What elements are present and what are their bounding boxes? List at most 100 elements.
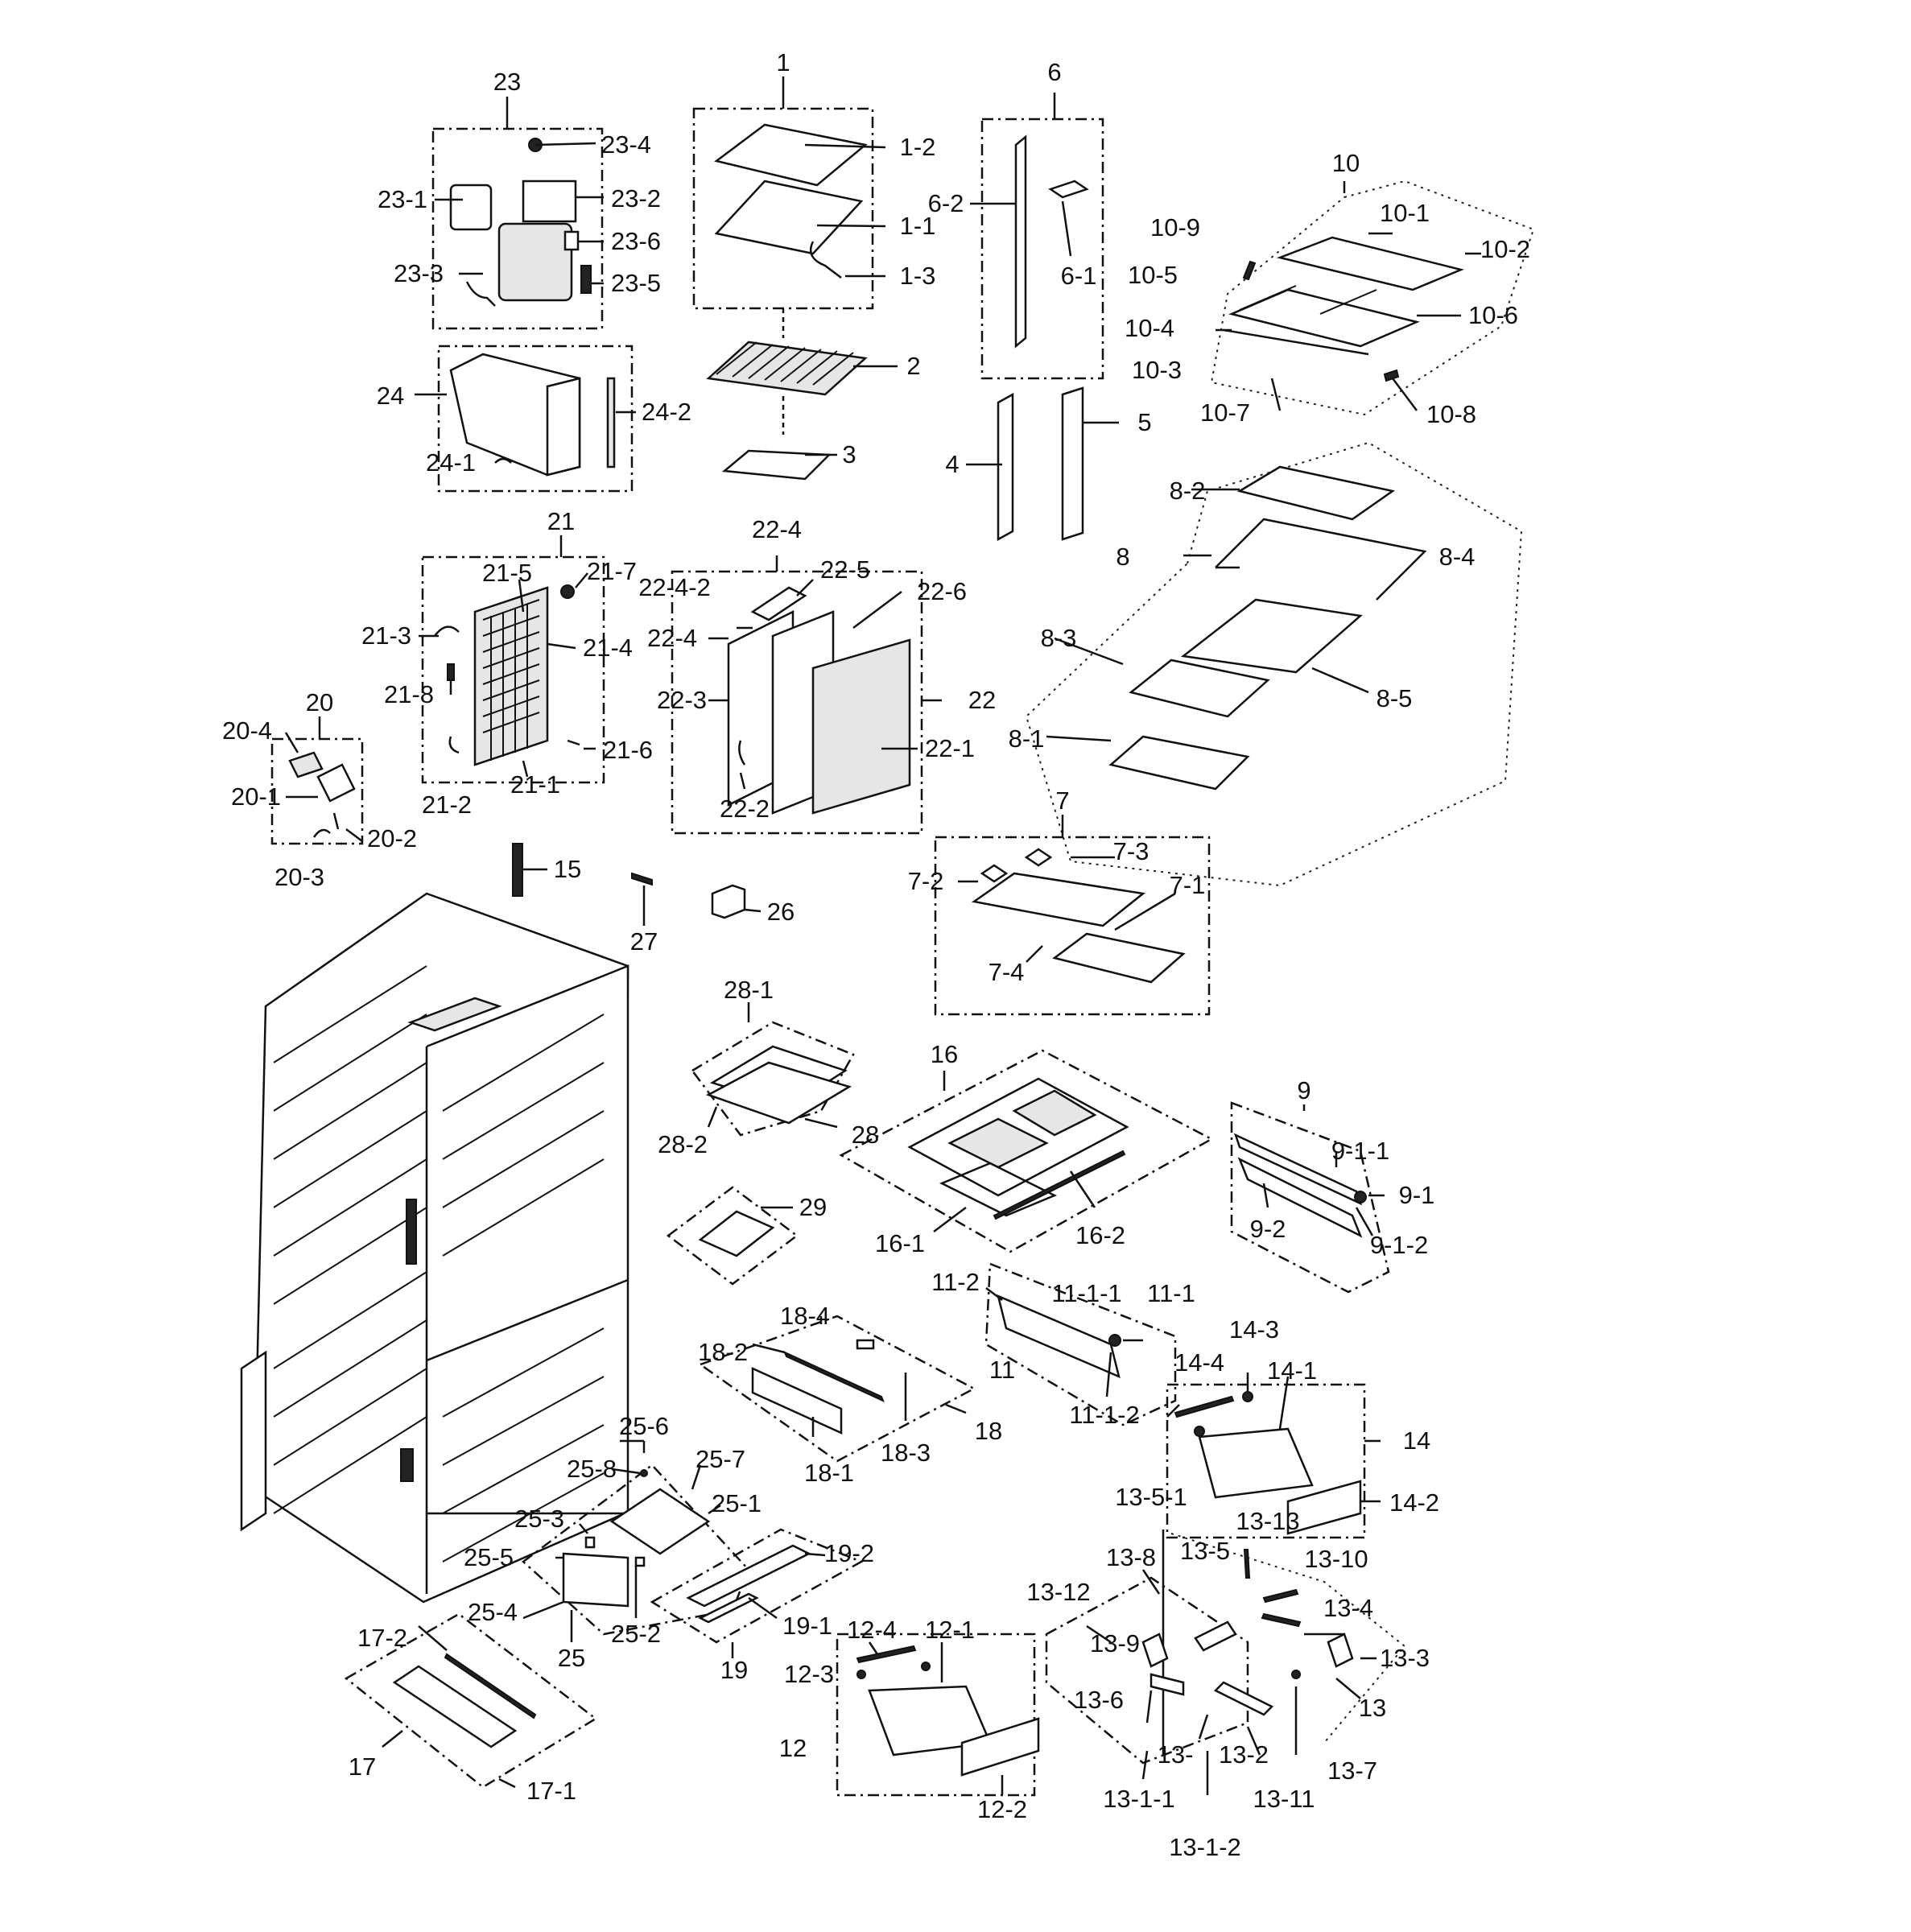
label-21-3: 21-3: [361, 621, 411, 650]
group-18-box: [698, 1315, 976, 1463]
label-13-6: 13-6: [1074, 1686, 1124, 1714]
label-19-2: 19-2: [824, 1539, 874, 1567]
label-17-1: 17-1: [526, 1777, 576, 1805]
label-25-1: 25-1: [712, 1489, 762, 1517]
group-13-box: [1045, 1530, 1406, 1795]
label-4: 4: [945, 450, 959, 478]
label-7-2: 7-2: [908, 867, 944, 895]
label-21-8: 21-8: [384, 680, 434, 708]
label-20-1: 20-1: [231, 782, 281, 811]
label-18-3: 18-3: [881, 1439, 931, 1467]
label-14-4: 14-4: [1174, 1348, 1224, 1377]
label-22-6: 22-6: [917, 577, 967, 605]
label-9-1: 9-1: [1399, 1181, 1435, 1209]
label-20-3: 20-3: [274, 863, 324, 891]
group-10-box: [1210, 180, 1535, 416]
label-13-5-1: 13-5-1: [1115, 1483, 1187, 1511]
label-8-5: 8-5: [1376, 684, 1413, 712]
label-23-3: 23-3: [394, 259, 444, 287]
label-22-2: 22-2: [720, 795, 770, 823]
group-1-box: [692, 76, 898, 481]
parts-4-5: [966, 386, 1119, 542]
label-3: 3: [842, 440, 856, 469]
label-6-1: 6-1: [1061, 262, 1097, 290]
label-22-4-2: 22-4-2: [638, 573, 711, 601]
label-25-4: 25-4: [468, 1598, 518, 1626]
label-7: 7: [1055, 786, 1069, 815]
group-24-box: [415, 345, 636, 493]
label-8-3: 8-3: [1041, 624, 1077, 652]
label-8-4: 8-4: [1439, 543, 1476, 571]
label-10-8: 10-8: [1426, 400, 1476, 428]
label-13-8: 13-8: [1106, 1543, 1156, 1571]
label-28: 28: [852, 1121, 879, 1149]
label-22-4: 22-4: [752, 515, 802, 543]
label-13-1-2: 13-1-2: [1169, 1833, 1241, 1861]
label-13-5: 13-5: [1180, 1537, 1230, 1565]
label-21: 21: [547, 507, 575, 535]
label-23-1: 23-1: [378, 185, 427, 213]
label-19: 19: [720, 1656, 748, 1684]
label-9: 9: [1297, 1076, 1310, 1104]
label-12: 12: [779, 1734, 807, 1762]
group-7-box: [934, 815, 1211, 1016]
label-10: 10: [1332, 149, 1360, 177]
label-20: 20: [306, 688, 333, 716]
label-13-1-1: 13-1-1: [1103, 1785, 1175, 1813]
label-11-1: 11-1: [1147, 1279, 1195, 1307]
label-25-8: 25-8: [567, 1455, 617, 1483]
label-18-1: 18-1: [804, 1459, 854, 1487]
group-22-box: [671, 555, 942, 835]
label-25-6: 25-6: [619, 1412, 669, 1440]
group-29-box: [666, 1186, 799, 1286]
label-12-3: 12-3: [784, 1660, 834, 1688]
label-10-7: 10-7: [1200, 398, 1250, 427]
label-21-2: 21-2: [422, 791, 472, 819]
label-21-5: 21-5: [482, 559, 532, 587]
label-26: 26: [767, 898, 795, 926]
label-18-4: 18-4: [780, 1302, 830, 1330]
label-10-3: 10-3: [1132, 356, 1182, 384]
label-10-6: 10-6: [1468, 301, 1518, 329]
label-10-1: 10-1: [1380, 199, 1430, 227]
label-15: 15: [554, 855, 581, 883]
label-23-4: 23-4: [601, 130, 651, 159]
label-14: 14: [1403, 1426, 1430, 1455]
label-13: 13: [1359, 1694, 1386, 1722]
label-13-3: 13-3: [1380, 1644, 1430, 1672]
label-8: 8: [1116, 543, 1129, 571]
label-9-2: 9-2: [1250, 1215, 1286, 1243]
label-13-9: 13-9: [1090, 1629, 1140, 1657]
label-10-4: 10-4: [1125, 314, 1174, 342]
label-16-1: 16-1: [875, 1229, 925, 1257]
label-13-12: 13-12: [1026, 1578, 1090, 1606]
refrigerator-cabinet: [240, 892, 629, 1604]
label-5: 5: [1137, 408, 1151, 436]
label-23-5: 23-5: [611, 269, 661, 297]
label-25-3: 25-3: [514, 1505, 564, 1533]
group-23-box: [431, 97, 604, 330]
label-7-4: 7-4: [989, 958, 1025, 986]
group-12-box: [836, 1633, 1040, 1797]
group-9-box: [1230, 1101, 1390, 1294]
label-9-1-1: 9-1-1: [1331, 1137, 1389, 1165]
label-29: 29: [799, 1193, 827, 1221]
label-14-2: 14-2: [1389, 1488, 1439, 1517]
label-1-1: 1-1: [900, 212, 936, 240]
label-21-6: 21-6: [603, 736, 653, 764]
label-11-1-2: 11-1-2: [1069, 1401, 1139, 1429]
label-13-4: 13-4: [1323, 1594, 1373, 1622]
label-9-1-2: 9-1-2: [1370, 1231, 1428, 1259]
label-22-1: 22-1: [925, 734, 975, 762]
group-8-box: [1025, 441, 1523, 887]
label-8-1: 8-1: [1009, 724, 1045, 753]
label-14-3: 14-3: [1229, 1315, 1279, 1344]
label-21-1: 21-1: [510, 770, 560, 799]
part-labels: 23 23-4 23-1 23-2 23-6 23-5 23-3 24 24-2…: [222, 48, 1530, 1861]
label-22-3: 22-3: [657, 686, 707, 714]
group-19-box: [650, 1528, 864, 1658]
label-21-4: 21-4: [583, 634, 633, 662]
label-28-2: 28-2: [658, 1130, 708, 1158]
label-1: 1: [776, 48, 790, 76]
label-20-4: 20-4: [222, 716, 272, 745]
